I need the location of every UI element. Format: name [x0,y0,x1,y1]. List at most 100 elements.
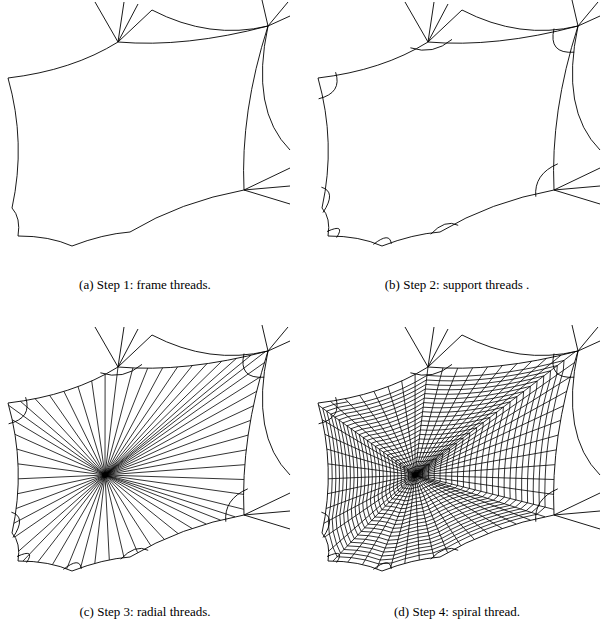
radial-thread [328,475,415,479]
support-thread [431,548,459,559]
radial-thread [50,395,105,475]
radial-thread [415,363,574,475]
radial-thread [105,475,221,520]
frame-thread [262,351,290,475]
anchor-thread [118,329,138,367]
support-thread [431,223,459,234]
frame-thread [462,335,578,355]
support-thread [100,364,142,375]
anchor-thread [262,0,268,26]
radial-thread [105,363,264,475]
anchor-thread [262,325,268,351]
support-thread [121,548,149,559]
frame-thread [572,26,600,150]
anchor-thread [554,493,600,515]
radial-thread [14,475,105,523]
radial-thread [23,475,105,561]
support-thread [327,228,340,237]
support-thread [319,72,338,99]
anchor-thread [244,168,290,190]
radial-thread [105,355,251,475]
support-thread [410,39,452,50]
radial-thread [415,361,532,475]
radial-thread [327,449,415,475]
radial-thread [105,465,245,475]
support-thread [321,187,329,212]
anchor-thread [268,327,288,351]
anchor-thread [554,511,600,515]
panel-caption: (d) Step 4: spiral thread. [394,604,520,620]
anchor-thread [554,190,600,204]
radial-thread [105,377,260,475]
web-panel [318,0,600,246]
radial-thread [105,361,222,475]
frame-thread [262,26,290,150]
radial-thread [92,381,105,475]
radial-thread [105,475,124,558]
radial-thread [105,475,164,539]
support-thread [410,364,452,375]
radial-thread [105,352,265,475]
anchor-thread [118,335,152,367]
radial-thread [105,374,106,475]
frame-thread [318,26,578,246]
anchor-thread [578,341,600,351]
radial-thread [67,475,105,569]
radial-thread [53,475,106,565]
hub [413,473,418,478]
frame-thread [462,10,578,30]
radial-thread [105,475,192,528]
hub [103,473,108,478]
radial-thread [16,475,105,509]
radial-thread [105,367,178,475]
frame-thread [8,26,268,246]
radial-thread [415,475,461,546]
anchor-thread [572,0,578,26]
radial-thread [105,475,178,534]
anchor-thread [244,186,290,190]
frame-thread [318,351,578,571]
radial-thread [105,475,244,480]
radial-thread [105,359,236,476]
support-thread [9,397,28,424]
anchor-thread [244,515,290,529]
frame-thread [572,351,600,475]
anchor-thread [95,2,118,42]
frame-thread [152,10,268,30]
radial-thread [15,475,105,537]
radial-thread [105,406,253,475]
radial-thread [18,475,105,479]
frame-thread [152,335,268,355]
support-thread [11,512,19,537]
anchor-thread [405,327,428,367]
anchor-thread [554,515,600,529]
frame-thread [8,351,268,571]
spiral-thread [323,360,564,564]
support-thread [373,238,391,245]
radial-thread [105,364,207,475]
anchor-thread [244,190,290,204]
web-panel [8,325,290,571]
radial-thread [415,352,575,475]
support-thread [63,563,81,570]
radial-thread [78,387,105,475]
web-panel [8,0,290,246]
anchor-thread [578,2,598,26]
web-panel [318,325,600,571]
radial-thread [105,475,206,524]
radial-thread [105,475,151,546]
anchor-thread [578,16,600,26]
anchor-thread [572,325,578,351]
radial-thread [105,475,109,560]
anchor-thread [244,493,290,515]
radial-thread [105,475,138,553]
anchor-thread [268,16,290,26]
panel-caption: (c) Step 3: radial threads. [79,604,210,620]
anchor-thread [578,327,598,351]
radial-thread [35,399,105,475]
anchor-thread [554,186,600,190]
anchor-thread [428,335,462,367]
radial-thread [20,401,105,475]
radial-thread [105,435,248,475]
radial-thread [19,475,105,551]
